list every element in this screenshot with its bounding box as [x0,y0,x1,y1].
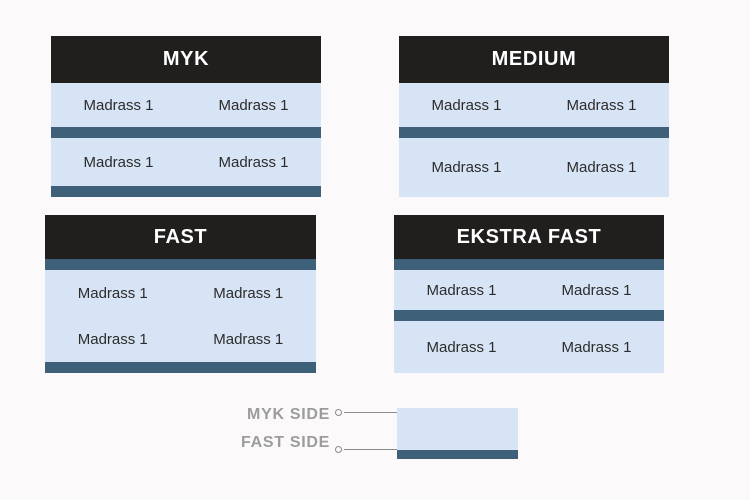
panel-ekstra-fast-middle-divider [394,310,664,321]
panel-myk-row-1[interactable]: Madrass 1 Madrass 1 [51,83,321,127]
panel-medium-row-1[interactable]: Madrass 1 Madrass 1 [399,83,669,127]
panel-ekstra-fast-row-1[interactable]: Madrass 1 Madrass 1 [394,270,664,310]
panel-fast-top-divider [45,259,316,270]
panel-ekstra-fast-row-2-left[interactable]: Madrass 1 [426,338,497,356]
panel-ekstra-fast-title: EKSTRA FAST [456,225,602,248]
panel-medium-row-2-right[interactable]: Madrass 1 [566,159,637,176]
panel-fast-title: FAST [153,225,208,248]
legend-myk-side-leader-line [344,412,398,414]
panel-ekstra-fast-header: EKSTRA FAST [394,215,664,259]
panel-fast-row-2-left[interactable]: Madrass 1 [77,330,148,348]
panel-fast-row-1-left[interactable]: Madrass 1 [77,284,148,302]
panel-medium-row-2[interactable]: Madrass 1 Madrass 1 [399,138,669,197]
legend-fast-side-marker [335,446,342,453]
panel-ekstra-fast[interactable]: EKSTRA FAST Madrass 1 Madrass 1 Madrass … [394,215,664,373]
legend-fast-side-leader-line [344,449,398,451]
panel-medium-row-1-right[interactable]: Madrass 1 [566,96,637,114]
panel-fast-row-2-right[interactable]: Madrass 1 [213,330,284,348]
panel-medium-row-1-left[interactable]: Madrass 1 [431,96,502,114]
panel-medium-title: MEDIUM [491,48,577,70]
panel-fast[interactable]: FAST Madrass 1 Madrass 1 Madrass 1 Madra… [45,215,316,373]
panel-ekstra-fast-row-2[interactable]: Madrass 1 Madrass 1 [394,321,664,373]
panel-myk-header: MYK [51,36,321,83]
panel-myk-row-1-right[interactable]: Madrass 1 [218,96,289,114]
panel-ekstra-fast-row-1-left[interactable]: Madrass 1 [426,281,497,299]
panel-medium-middle-divider [399,127,669,138]
panel-medium[interactable]: MEDIUM Madrass 1 Madrass 1 Madrass 1 Mad… [399,36,669,197]
panel-myk-row-2-left[interactable]: Madrass 1 [83,153,154,171]
legend: MYK SIDE FAST SIDE [0,395,750,475]
panel-fast-row-2[interactable]: Madrass 1 Madrass 1 [45,316,316,362]
panel-myk-row-2[interactable]: Madrass 1 Madrass 1 [51,138,321,186]
panel-medium-header: MEDIUM [399,36,669,83]
panel-myk-row-1-left[interactable]: Madrass 1 [83,96,154,114]
legend-swatch-fast-side [397,450,518,459]
panel-myk[interactable]: MYK Madrass 1 Madrass 1 Madrass 1 Madras… [51,36,321,197]
legend-item-myk-side-label: MYK SIDE [247,406,330,423]
panel-fast-header: FAST [45,215,316,259]
panel-fast-row-1-right[interactable]: Madrass 1 [213,284,284,302]
legend-swatch-myk-side [397,408,518,450]
panel-ekstra-fast-row-2-right[interactable]: Madrass 1 [561,338,632,356]
panel-myk-row-2-right[interactable]: Madrass 1 [218,153,289,171]
legend-myk-side-marker [335,409,342,416]
panel-fast-bottom-divider [45,362,316,373]
panel-fast-row-1[interactable]: Madrass 1 Madrass 1 [45,270,316,316]
panel-ekstra-fast-top-divider [394,259,664,270]
panel-medium-row-2-left[interactable]: Madrass 1 [431,159,502,176]
panel-myk-middle-divider [51,127,321,138]
panel-myk-title: MYK [162,48,210,70]
panel-ekstra-fast-row-1-right[interactable]: Madrass 1 [561,281,632,299]
legend-item-fast-side-label: FAST SIDE [241,434,330,451]
panel-myk-bottom-divider [51,186,321,197]
